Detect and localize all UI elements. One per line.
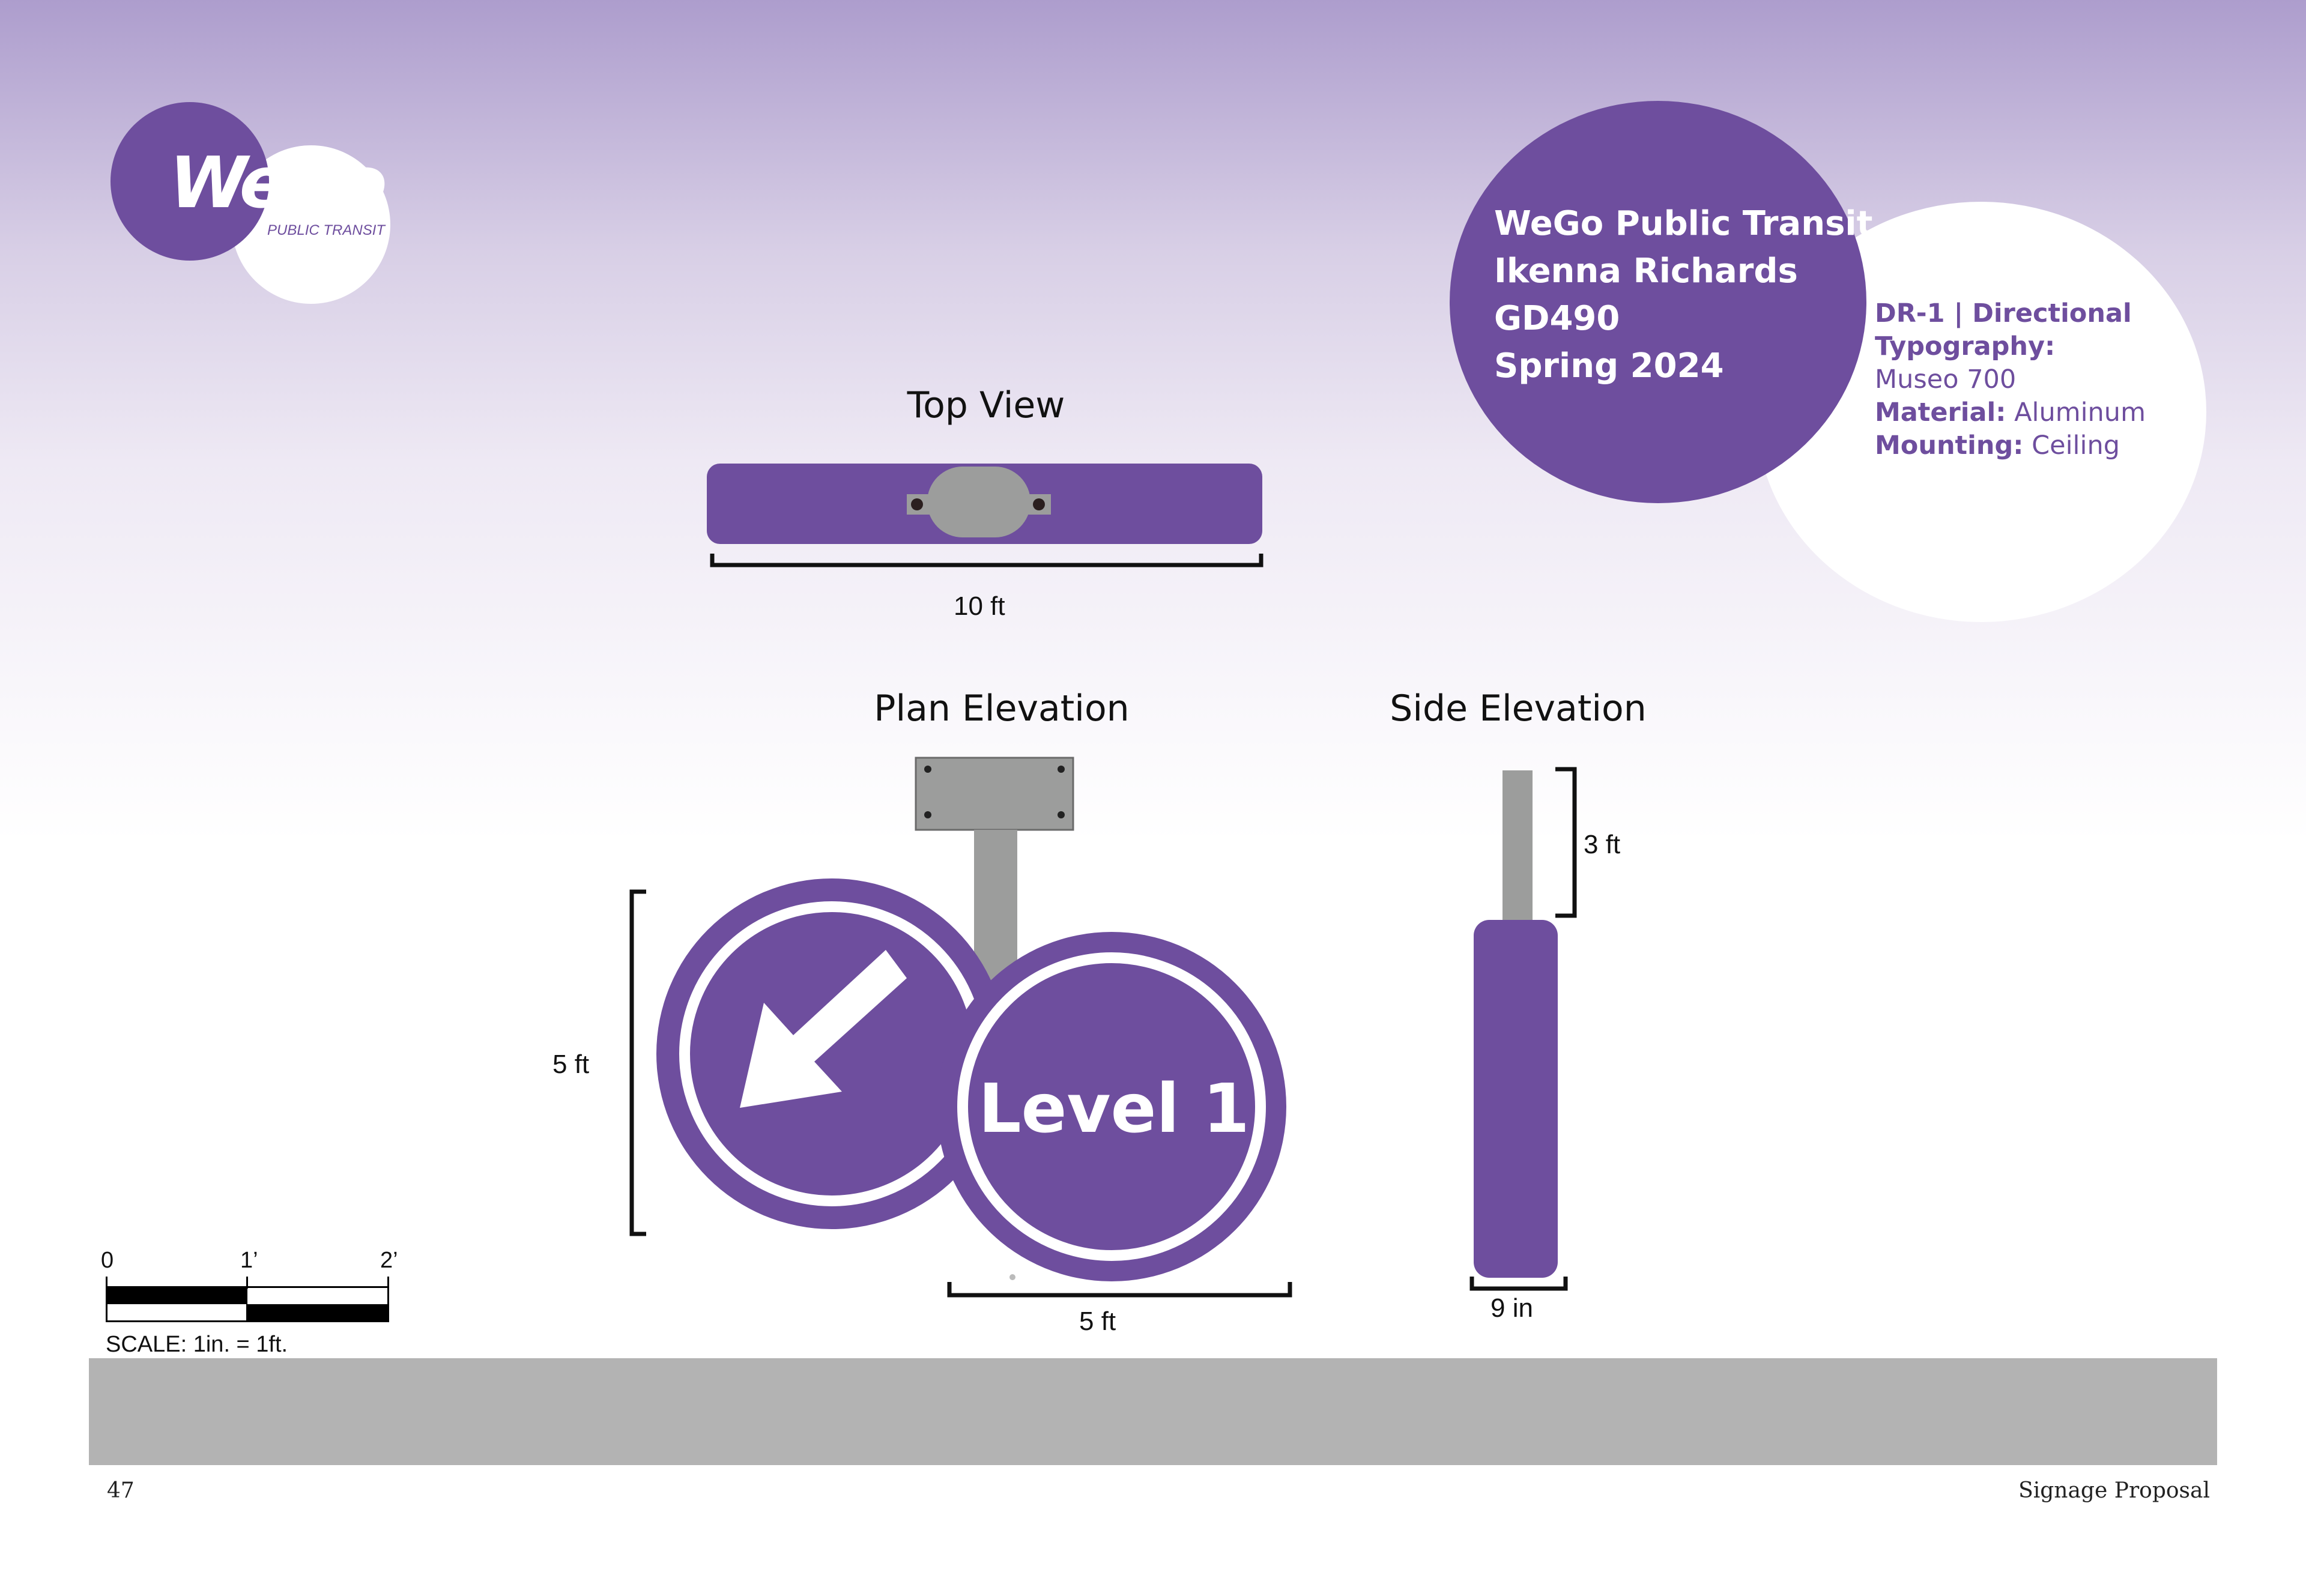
scale-segment-black xyxy=(246,1304,389,1322)
top-view-mount xyxy=(927,467,1030,537)
spec-code: DR-1 | Directional xyxy=(1875,298,2132,328)
spec-typography-label: Typography: xyxy=(1875,331,2056,361)
scale-tick-mark xyxy=(106,1277,107,1289)
document-title: Signage Proposal xyxy=(2018,1478,2210,1503)
side-elevation-drawing xyxy=(1469,767,1577,1291)
mount-screw xyxy=(924,811,931,818)
logo-tagline: PUBLIC TRANSIT xyxy=(267,222,386,238)
side-depth-label: 9 in xyxy=(1490,1293,1533,1323)
scale-tick-2: 2’ xyxy=(380,1248,398,1273)
top-view-dimension-line xyxy=(710,554,1263,567)
project-info: WeGo Public Transit Ikenna Richards GD49… xyxy=(1494,200,1872,390)
arrow-down-left-icon xyxy=(740,950,907,1108)
logo-wordmark: WeGo xyxy=(169,141,387,224)
spec-mounting-label: Mounting: xyxy=(1875,431,2024,461)
footer-band xyxy=(89,1358,2217,1465)
level-disc-ring xyxy=(957,952,1266,1261)
project-term: Spring 2024 xyxy=(1494,346,1724,385)
side-post xyxy=(1503,770,1533,924)
spec-mounting-value: Ceiling xyxy=(2032,431,2120,461)
level-text: Level 1 xyxy=(978,1070,1250,1148)
plan-width-label: 5 ft xyxy=(1079,1307,1116,1336)
side-post-dimension-line xyxy=(1555,767,1577,918)
mount-screw xyxy=(1058,811,1065,818)
scale-tick-0: 0 xyxy=(101,1248,114,1273)
side-depth-dimension-line xyxy=(1469,1277,1568,1291)
side-elevation-title: Side Elevation xyxy=(1390,688,1647,730)
side-post-label: 3 ft xyxy=(1584,830,1621,859)
mount-screw xyxy=(1058,766,1065,773)
arrow-disc xyxy=(656,878,1007,1229)
project-course: GD490 xyxy=(1494,299,1620,338)
plan-height-dimension-line xyxy=(629,889,646,1236)
scale-segment-black xyxy=(106,1286,247,1304)
spec-typography-value: Museo 700 xyxy=(1875,364,2017,394)
top-view-title: Top View xyxy=(907,384,1065,426)
ceiling-mount-plate xyxy=(915,757,1074,831)
top-view-drawing xyxy=(707,464,1263,567)
plan-elevation-title: Plan Elevation xyxy=(874,688,1130,730)
plan-elevation-drawing: Level 1 xyxy=(629,757,1292,1298)
top-view-bolt xyxy=(1033,498,1045,510)
page-number: 47 xyxy=(107,1478,135,1503)
info-circle xyxy=(1450,101,1866,503)
scale-tick-mark xyxy=(387,1277,389,1289)
sign-specs: DR-1 | Directional Typography: Museo 700… xyxy=(1875,297,2199,462)
mount-screw xyxy=(924,766,931,773)
scale-tick-1: 1’ xyxy=(240,1248,258,1273)
top-view-dimension-label: 10 ft xyxy=(954,591,1005,621)
logo-purple-circle xyxy=(110,102,269,261)
project-org: WeGo Public Transit xyxy=(1494,204,1873,243)
plan-width-dimension-line xyxy=(947,1282,1292,1298)
scale-caption: SCALE: 1in. = 1ft. xyxy=(106,1332,288,1357)
plan-height-label: 5 ft xyxy=(552,1050,590,1079)
dot-marker xyxy=(1009,1274,1015,1280)
top-view-bolt xyxy=(911,498,923,510)
spec-material-label: Material: xyxy=(1875,397,2006,428)
spec-material-value: Aluminum xyxy=(2014,397,2146,428)
project-author: Ikenna Richards xyxy=(1494,252,1798,291)
scale-tick-mark xyxy=(246,1277,248,1289)
level-disc xyxy=(937,932,1286,1281)
side-sign-body xyxy=(1474,920,1558,1278)
